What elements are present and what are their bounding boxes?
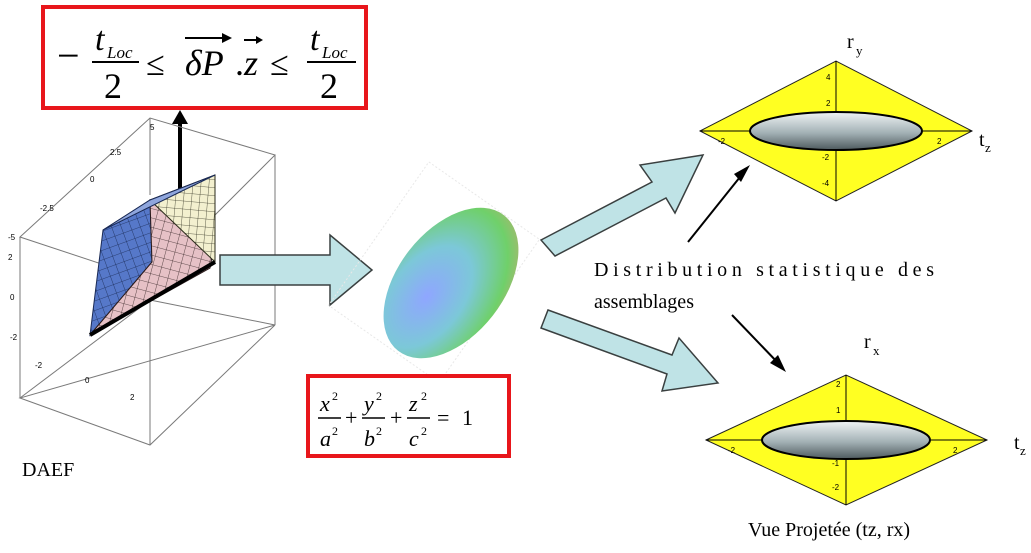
plot-bottom-x-tick-neg: -2: [728, 446, 736, 455]
z-tick-1: 2.5: [110, 148, 122, 157]
one: 1: [462, 405, 473, 430]
leq-sign: ≤: [146, 46, 165, 83]
plot-bottom-y-tick-neg1: -1: [832, 459, 840, 468]
plus-1: +: [345, 405, 357, 430]
plot-top-ellipse: [749, 111, 923, 151]
plot-bottom-y-tick-neg2: -2: [832, 483, 840, 492]
fraction-denominator: 2: [104, 66, 122, 106]
pointer-arrow-bottom: [731, 314, 786, 372]
pointer-arrow-top: [687, 165, 750, 243]
formula-top: − t Loc 2 ≤ δP . z ≤ t Loc 2: [41, 5, 368, 110]
c-exp: 2: [421, 424, 427, 438]
x-tick-0: -2: [35, 361, 43, 370]
leq-sign-2: ≤: [270, 46, 289, 83]
vue-projetee-label: Vue Projetée (tz, rx): [748, 519, 910, 541]
x-exp: 2: [332, 389, 338, 403]
y-tick-2: -2: [10, 333, 18, 342]
t-loc-numerator-2: t: [310, 21, 321, 58]
arrow-ellipsoid-to-bottom-plot: [540, 309, 720, 392]
y-var: y: [362, 391, 374, 416]
arrow-daef-to-ellipsoid: [219, 233, 374, 307]
daef-3d-plot: 5 2.5 0 -2.5 -5 2 0 -2 -2 0 2: [8, 117, 276, 446]
plot-bottom-ellipse: [761, 420, 931, 460]
t-loc-numerator: t: [95, 21, 106, 58]
x-tick-2: 2: [130, 393, 135, 402]
dot-operator: .: [235, 43, 244, 83]
plot-top-h-axis-label: t: [979, 129, 985, 151]
distribution-label-line2: assemblages: [594, 291, 694, 313]
plot-bottom-x-tick-pos: 2: [953, 446, 958, 455]
a-exp: 2: [332, 424, 338, 438]
daef-label: DAEF: [22, 459, 74, 481]
b-exp: 2: [376, 424, 382, 438]
arrow-ellipsoid-to-top-plot: [539, 154, 705, 257]
c-var: c: [409, 426, 419, 451]
vector-arrow-dp: [222, 33, 232, 43]
formula-ellipsoid: x 2 a 2 + y 2 b 2 + z 2 c 2 = 1: [306, 374, 511, 458]
formula-top-frame: [41, 5, 368, 110]
arrow-up-to-formula: [172, 110, 188, 195]
plot-bottom-v-axis-sub: x: [873, 343, 880, 358]
plot-top-v-axis-sub: y: [856, 43, 863, 58]
plot-bottom-v-axis-label: r: [864, 331, 871, 353]
z-tick-3: -2.5: [40, 204, 54, 213]
t-loc-numerator-2-sub: Loc: [321, 43, 348, 62]
plot-top-y-tick-2: 2: [826, 99, 831, 108]
plot-bottom: -2 2 2 1 -1 -2 r x t z: [704, 331, 1026, 506]
t-loc-numerator-sub: Loc: [106, 43, 133, 62]
ellipsoid-3d: [327, 161, 541, 384]
b-var: b: [364, 426, 375, 451]
plot-bottom-y-tick-1: 1: [836, 406, 841, 415]
fraction-denominator-2: 2: [320, 66, 338, 106]
delta-p: δP: [185, 43, 224, 83]
plot-bottom-h-axis-sub: z: [1020, 443, 1026, 458]
z-tick-4: -5: [8, 233, 16, 242]
x-tick-1: 0: [85, 376, 90, 385]
plot-top-y-tick-4: 4: [826, 73, 831, 82]
z-var: z: [408, 391, 418, 416]
z-vector: z: [243, 43, 258, 83]
z-tick-2: 0: [90, 175, 95, 184]
plot-top-x-tick-pos: 2: [937, 137, 942, 146]
y-tick-1: 0: [10, 293, 15, 302]
plot-top-y-tick-neg4: -4: [822, 179, 830, 188]
plot-top-y-tick-neg2: -2: [822, 153, 830, 162]
z-exp: 2: [421, 389, 427, 403]
x-var: x: [319, 391, 330, 416]
plus-2: +: [390, 405, 402, 430]
minus-sign: −: [57, 33, 80, 78]
plot-top-h-axis-sub: z: [985, 140, 991, 155]
formula-ellipsoid-frame: [306, 374, 511, 458]
distribution-label-line1: Distribution statistique des: [594, 259, 934, 281]
polyhedron-edge: [88, 260, 217, 337]
vector-arrow-z: [256, 36, 263, 44]
a-var: a: [320, 426, 331, 451]
plot-top-v-axis-label: r: [847, 31, 854, 53]
y-tick-0: 2: [8, 253, 13, 262]
equals-sign: =: [437, 405, 449, 430]
plot-bottom-h-axis-label: t: [1014, 432, 1020, 454]
y-exp: 2: [376, 389, 382, 403]
z-tick-0: 5: [150, 123, 155, 132]
polyhedron-face-top: [102, 174, 216, 231]
plot-top: -2 2 4 2 -2 -4 r y t z: [698, 31, 991, 202]
ellipsoid-shape: [383, 207, 519, 359]
plot-top-x-tick-neg: -2: [718, 137, 726, 146]
plot-bottom-y-tick-2: 2: [836, 380, 841, 389]
